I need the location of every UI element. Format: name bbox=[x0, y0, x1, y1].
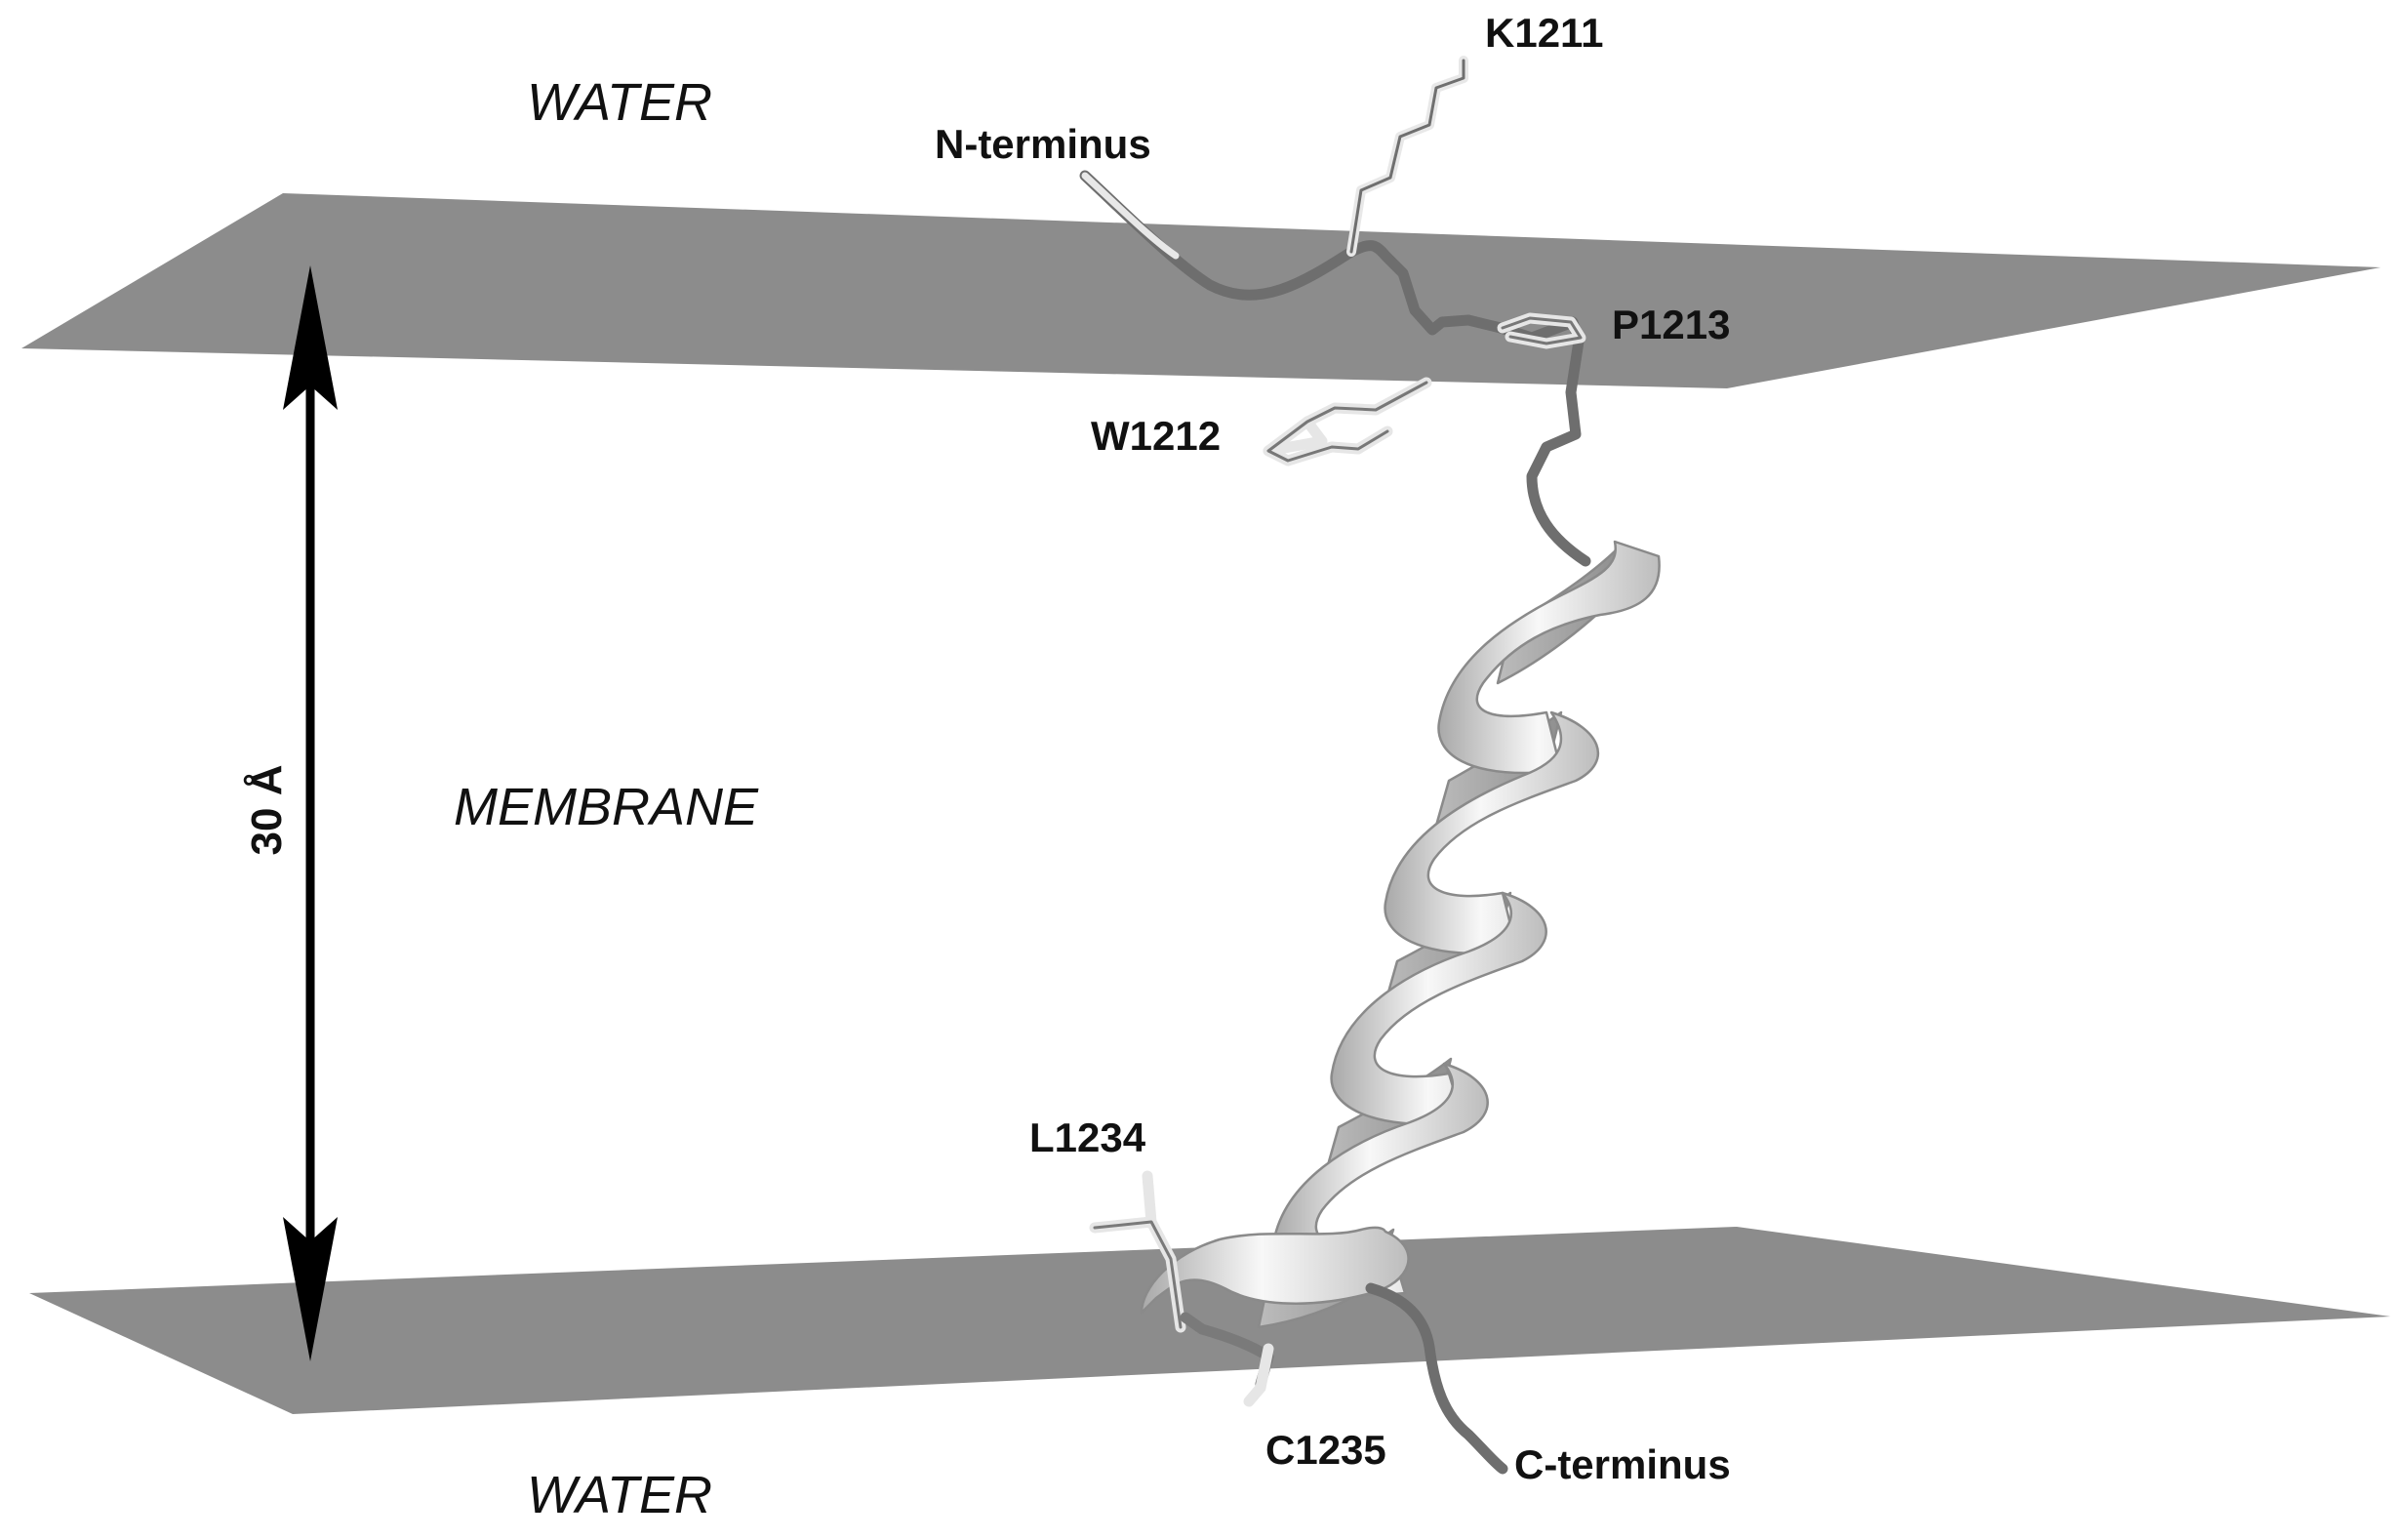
p1213-side-chain bbox=[1497, 312, 1586, 349]
thickness-double-arrow bbox=[283, 265, 338, 1361]
thickness-label: 30 Å bbox=[243, 765, 291, 856]
n-terminal-coil bbox=[1079, 170, 1591, 567]
w1212-side-chain bbox=[1263, 377, 1432, 466]
c1235-label: C1235 bbox=[1265, 1427, 1386, 1473]
k1211-label: K1211 bbox=[1485, 10, 1603, 56]
w1212-label: W1212 bbox=[1091, 413, 1221, 459]
l1234-side-chain bbox=[1089, 1170, 1186, 1333]
c-terminus-label: C-terminus bbox=[1514, 1441, 1731, 1487]
c1235-side-chain bbox=[1243, 1343, 1274, 1407]
lower-membrane-plane bbox=[29, 1227, 2390, 1414]
alpha-helix-ribbon bbox=[1140, 540, 1661, 1329]
water-bottom-label: WATER bbox=[527, 1466, 712, 1524]
water-top-label: WATER bbox=[527, 73, 712, 132]
n-terminus-label: N-terminus bbox=[935, 121, 1151, 167]
p1213-label: P1213 bbox=[1612, 302, 1730, 347]
l1234-label: L1234 bbox=[1029, 1114, 1146, 1160]
upper-membrane-plane bbox=[21, 193, 2381, 388]
k1211-side-chain bbox=[1346, 56, 1468, 257]
membrane-label: MEMBRANE bbox=[454, 778, 759, 836]
